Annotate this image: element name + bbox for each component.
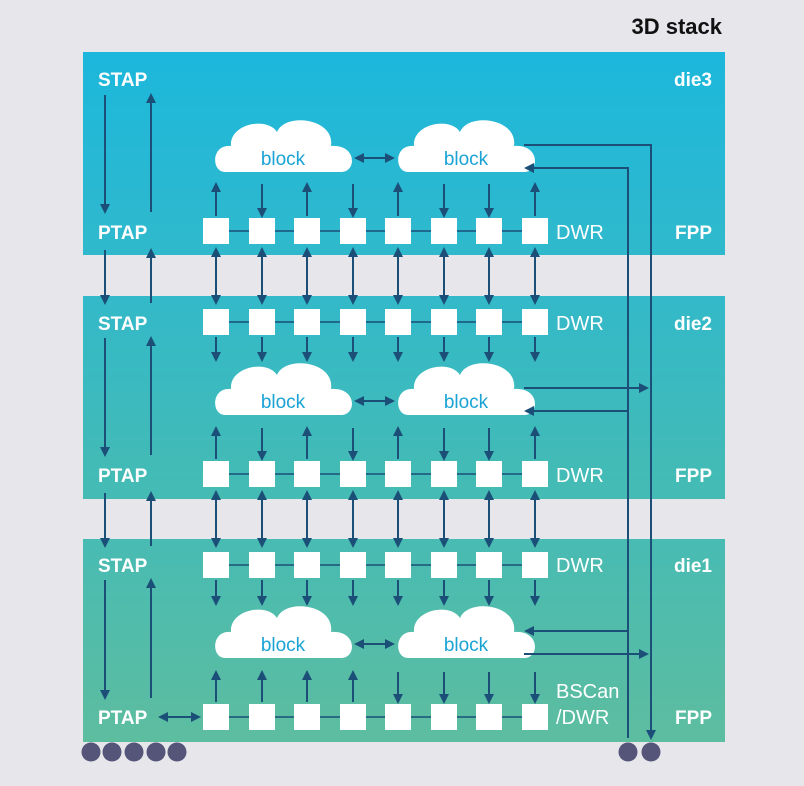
die2-dwr-bottom-row-cell-6 bbox=[431, 461, 457, 487]
die2-dwr-top-row-cell-7 bbox=[476, 309, 502, 335]
die1-stap-label: STAP bbox=[98, 556, 148, 577]
ptap-pin-1 bbox=[81, 742, 101, 762]
die1-dwr-top-row-cell-3 bbox=[294, 552, 320, 578]
die2-dwr-top-row-cell-6 bbox=[431, 309, 457, 335]
die1-fpp-label: FPP bbox=[675, 708, 712, 729]
ptap-pin-5 bbox=[167, 742, 187, 762]
die3-block-left-label: block bbox=[261, 149, 306, 170]
die1-ptap-label: PTAP bbox=[98, 708, 148, 729]
die2-dwr-top-row-cell-4 bbox=[340, 309, 366, 335]
die1-bscan-row-cell-5 bbox=[385, 704, 411, 730]
die2-block-left bbox=[215, 363, 352, 415]
die2-name-label: die2 bbox=[674, 314, 712, 335]
die3-block-fpp-in-line bbox=[524, 163, 629, 738]
die2-dwr-bottom-row-cell-3 bbox=[294, 461, 320, 487]
die2-dwr-bottom-label: DWR bbox=[556, 465, 604, 487]
die3-dwr-row-cell-8 bbox=[522, 218, 548, 244]
die1-bscan-row-cell-1 bbox=[203, 704, 229, 730]
ptap-pin-4 bbox=[146, 742, 166, 762]
die3-ptap-label: PTAP bbox=[98, 223, 148, 244]
die2-dwr-top-row-cell-3 bbox=[294, 309, 320, 335]
die3-dwr-row-cell-1 bbox=[203, 218, 229, 244]
die1-dwr-top-row-cell-4 bbox=[340, 552, 366, 578]
ptap-pin-3 bbox=[124, 742, 144, 762]
die3-dwr-row-cell-6 bbox=[431, 218, 457, 244]
die1-dwr-top-row-cell-5 bbox=[385, 552, 411, 578]
die1-block-left-label: block bbox=[261, 635, 306, 656]
die2-dwr-bottom-row-cell-1 bbox=[203, 461, 229, 487]
die3-block-right bbox=[398, 120, 535, 172]
die2-block-right-label: block bbox=[444, 392, 489, 413]
fpp-pin-2 bbox=[641, 742, 661, 762]
ptap-pin-2 bbox=[102, 742, 122, 762]
die1-block-right bbox=[398, 606, 535, 658]
die3-stap-label: STAP bbox=[98, 70, 148, 91]
die3-dwr-row-cell-3 bbox=[294, 218, 320, 244]
die1-dwr-top-row-cell-6 bbox=[431, 552, 457, 578]
die3-block-left bbox=[215, 120, 352, 172]
die3-name-label: die3 bbox=[674, 70, 712, 91]
die3-dwr-row-cell-2 bbox=[249, 218, 275, 244]
die2-dwr-top-label: DWR bbox=[556, 313, 604, 335]
stack-title: 3D stack bbox=[631, 14, 722, 39]
die2-dwr-top-row-cell-1 bbox=[203, 309, 229, 335]
die1-block-left bbox=[215, 606, 352, 658]
die2-stap-label: STAP bbox=[98, 314, 148, 335]
die3-block-fpp-out-line bbox=[524, 144, 656, 740]
die1-dwr-top-row-cell-2 bbox=[249, 552, 275, 578]
die1-bscan-row-cell-3 bbox=[294, 704, 320, 730]
die1-dwr-top-row-cell-1 bbox=[203, 552, 229, 578]
die2-ptap-label: PTAP bbox=[98, 466, 148, 487]
die3-fpp-label: FPP bbox=[675, 223, 712, 244]
die3-dwr-row-cell-7 bbox=[476, 218, 502, 244]
die3-block-right-label: block bbox=[444, 149, 489, 170]
die3-dwr-bottom-label: DWR bbox=[556, 222, 604, 244]
die1-bscan-row-cell-2 bbox=[249, 704, 275, 730]
die1-dwr-top-label: DWR bbox=[556, 555, 604, 577]
die1-block-right-label: block bbox=[444, 635, 489, 656]
die1-bscan-row-cell-4 bbox=[340, 704, 366, 730]
die2-dwr-top-row-cell-5 bbox=[385, 309, 411, 335]
die2-dwr-bottom-row-cell-4 bbox=[340, 461, 366, 487]
die2-dwr-bottom-row-cell-5 bbox=[385, 461, 411, 487]
die1-dwr-top-row-cell-8 bbox=[522, 552, 548, 578]
die1-bscan-row-cell-8 bbox=[522, 704, 548, 730]
die1-bscan-label: BSCan bbox=[556, 681, 619, 703]
die2-dwr-bottom-row-cell-8 bbox=[522, 461, 548, 487]
die2-dwr-top-row-cell-8 bbox=[522, 309, 548, 335]
die3-dwr-row-cell-4 bbox=[340, 218, 366, 244]
die1-name-label: die1 bbox=[674, 556, 712, 577]
die2-dwr-bottom-row-cell-7 bbox=[476, 461, 502, 487]
die2-fpp-label: FPP bbox=[675, 466, 712, 487]
die1-bscan-row-cell-6 bbox=[431, 704, 457, 730]
die2-dwr-top-row-cell-2 bbox=[249, 309, 275, 335]
diagram-content: block block block block block block bbox=[81, 93, 661, 762]
die1-bscan-dwr-label: /DWR bbox=[556, 707, 609, 729]
die3-dwr-row-cell-5 bbox=[385, 218, 411, 244]
die1-bscan-row-cell-7 bbox=[476, 704, 502, 730]
fpp-pin-1 bbox=[618, 742, 638, 762]
die2-block-right bbox=[398, 363, 535, 415]
die1-dwr-top-row-cell-7 bbox=[476, 552, 502, 578]
die2-dwr-bottom-row-cell-2 bbox=[249, 461, 275, 487]
die2-block-left-label: block bbox=[261, 392, 306, 413]
